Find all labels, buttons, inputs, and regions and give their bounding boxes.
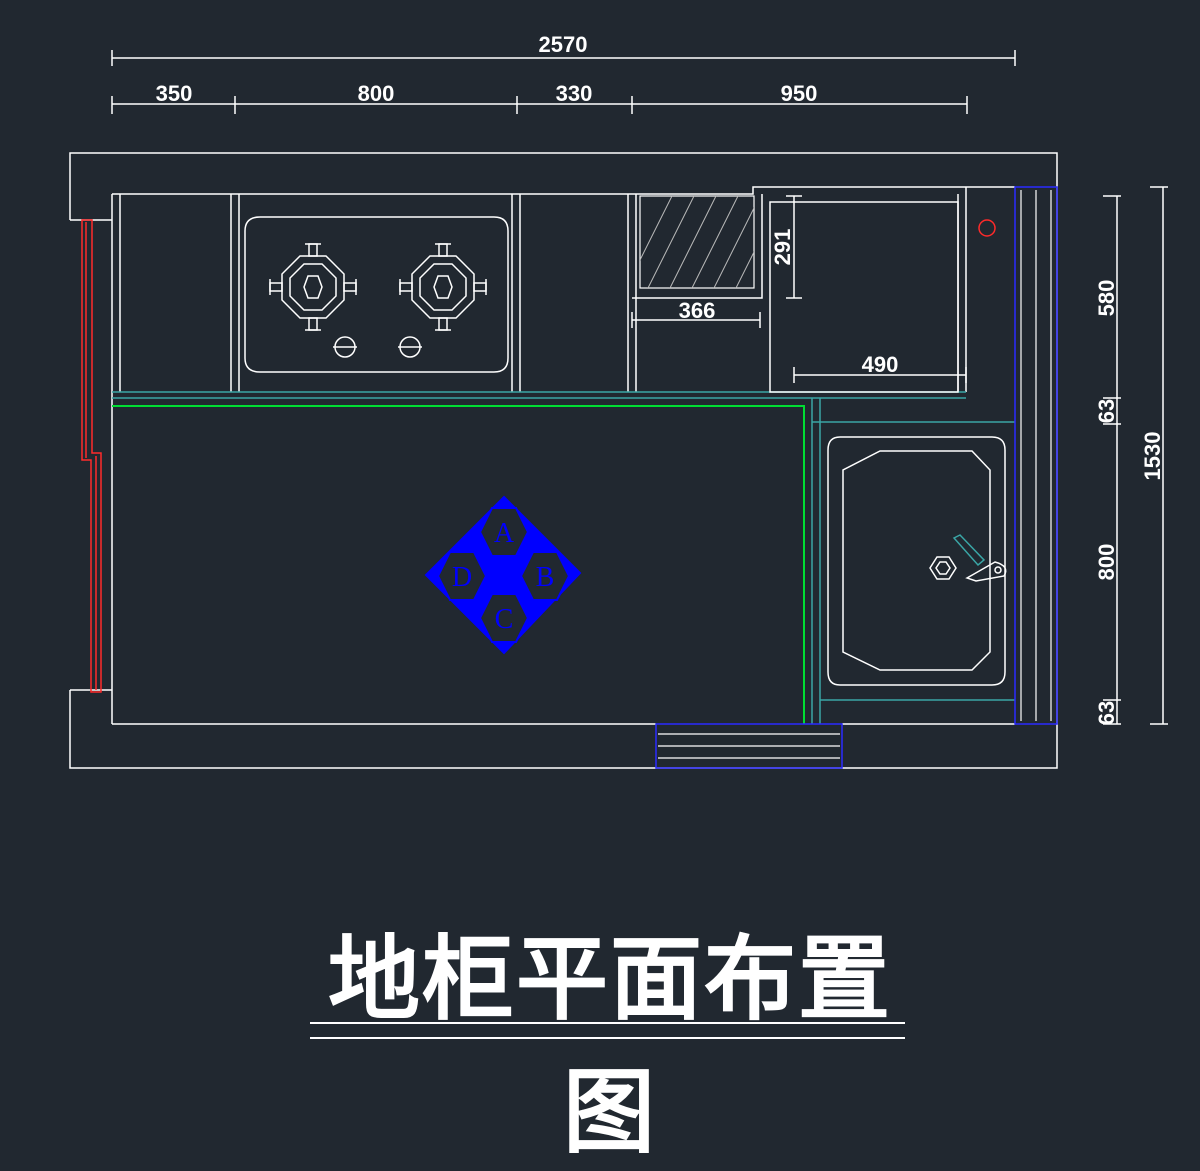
dim-segment-1: 350 xyxy=(156,81,193,106)
inner-dimensions xyxy=(631,195,967,383)
floor-plan: 2570 350 800 330 950 xyxy=(69,32,1168,769)
corner-panel xyxy=(632,194,959,393)
hatched-block xyxy=(639,195,755,289)
countertop-outline xyxy=(112,405,805,724)
window-left xyxy=(81,219,102,693)
back-cabinets xyxy=(112,186,1015,392)
zone-label-a: A xyxy=(494,518,515,549)
top-dimensions xyxy=(111,50,1016,114)
dim-sink-width: 366 xyxy=(679,298,716,323)
dim-segment-3: 330 xyxy=(556,81,593,106)
zone-label-c: C xyxy=(495,604,514,635)
knob-icon xyxy=(333,336,357,358)
dim-segment-2: 800 xyxy=(358,81,395,106)
title-underline xyxy=(310,1037,905,1039)
dim-right-total: 1530 xyxy=(1140,432,1165,481)
title-underline xyxy=(310,1022,905,1024)
bottom-door xyxy=(655,723,843,769)
room-walls xyxy=(69,152,1058,769)
dim-right-4: 63 xyxy=(1094,701,1119,725)
faucet-icon xyxy=(952,534,1007,582)
burner-icon xyxy=(399,243,487,331)
dim-right-2: 63 xyxy=(1094,399,1119,423)
zone-label-b: B xyxy=(536,562,555,593)
right-cabinet-strip xyxy=(1014,186,1058,725)
burner-icon xyxy=(269,243,357,331)
right-dimensions xyxy=(1103,186,1168,725)
knob-icon xyxy=(398,336,422,358)
cooktop xyxy=(244,216,509,373)
dim-segment-4: 950 xyxy=(781,81,818,106)
dim-sink-depth: 291 xyxy=(770,229,795,266)
sink xyxy=(827,436,1006,686)
dim-corner-depth: 490 xyxy=(862,352,899,377)
pipe-marker-icon xyxy=(978,219,996,237)
drain-icon xyxy=(929,556,957,580)
dim-right-3: 800 xyxy=(1094,544,1119,581)
dim-total-width: 2570 xyxy=(539,32,588,57)
zone-label-d: D xyxy=(452,562,472,593)
zone-marker xyxy=(424,495,582,655)
dim-right-1: 580 xyxy=(1094,280,1119,317)
